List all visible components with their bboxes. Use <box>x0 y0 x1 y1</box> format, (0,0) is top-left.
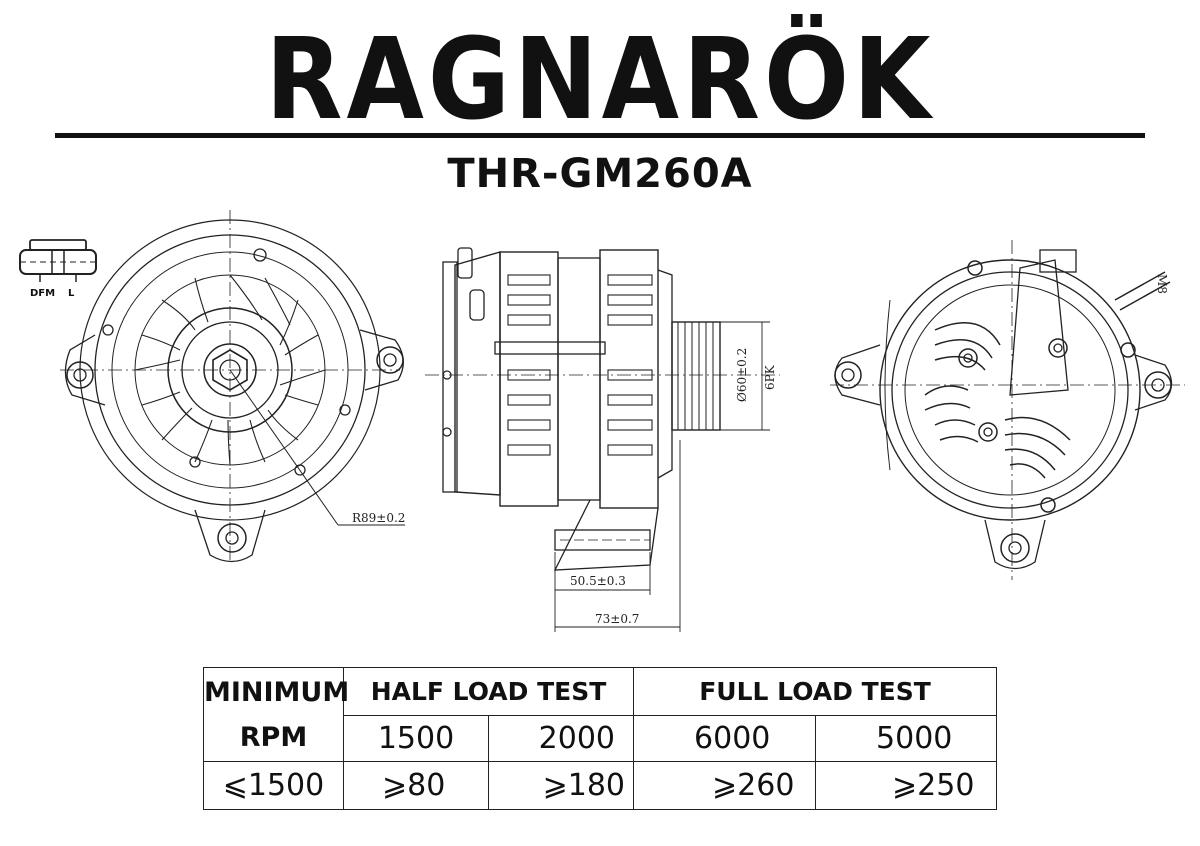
rpm-label: RPM <box>239 721 308 753</box>
rear-view <box>830 240 1185 580</box>
pulley-type-label: 6PK <box>763 364 777 390</box>
side-view <box>425 247 780 632</box>
performance-table: MINIMUM RPM HALF LOAD TEST FULL LOAD TES… <box>203 667 998 810</box>
header-rule <box>55 133 1145 138</box>
full-load-rpm-1: 6000 <box>633 715 817 762</box>
model-number: THR-GM260A <box>447 151 753 197</box>
terminal-label: M8 <box>1155 274 1169 294</box>
minimum-rpm-value: ⩽1500 <box>203 761 344 810</box>
front-view <box>60 210 405 563</box>
full-load-rpm-2: 5000 <box>815 715 998 762</box>
brand-logo-text: RAGNARÖK <box>265 14 935 146</box>
half-load-header: HALF LOAD TEST <box>342 667 635 716</box>
minimum-label: MINIMUM <box>204 676 350 708</box>
mount-offset-dimension: 50.5±0.3 <box>570 574 626 588</box>
connector-label-dfm: DFM <box>30 288 55 299</box>
overall-length-dimension: 73±0.7 <box>595 612 639 626</box>
full-load-amps-1: ⩾260 <box>633 761 817 810</box>
half-load-rpm-2: 2000 <box>487 715 635 762</box>
plug-connector-icon <box>19 239 97 282</box>
full-load-amps-2: ⩾250 <box>815 761 998 810</box>
radius-dimension: R89±0.2 <box>352 511 405 525</box>
pulley-diameter-dimension: Ø60±0.2 <box>735 348 749 402</box>
full-load-header: FULL LOAD TEST <box>633 667 998 716</box>
connector-label-l: L <box>68 288 75 299</box>
minimum-rpm-header: MINIMUM RPM <box>203 667 350 762</box>
half-load-amps-1: ⩾80 <box>343 761 489 810</box>
half-load-amps-2: ⩾180 <box>487 761 635 810</box>
half-load-rpm-1: 1500 <box>343 715 489 762</box>
